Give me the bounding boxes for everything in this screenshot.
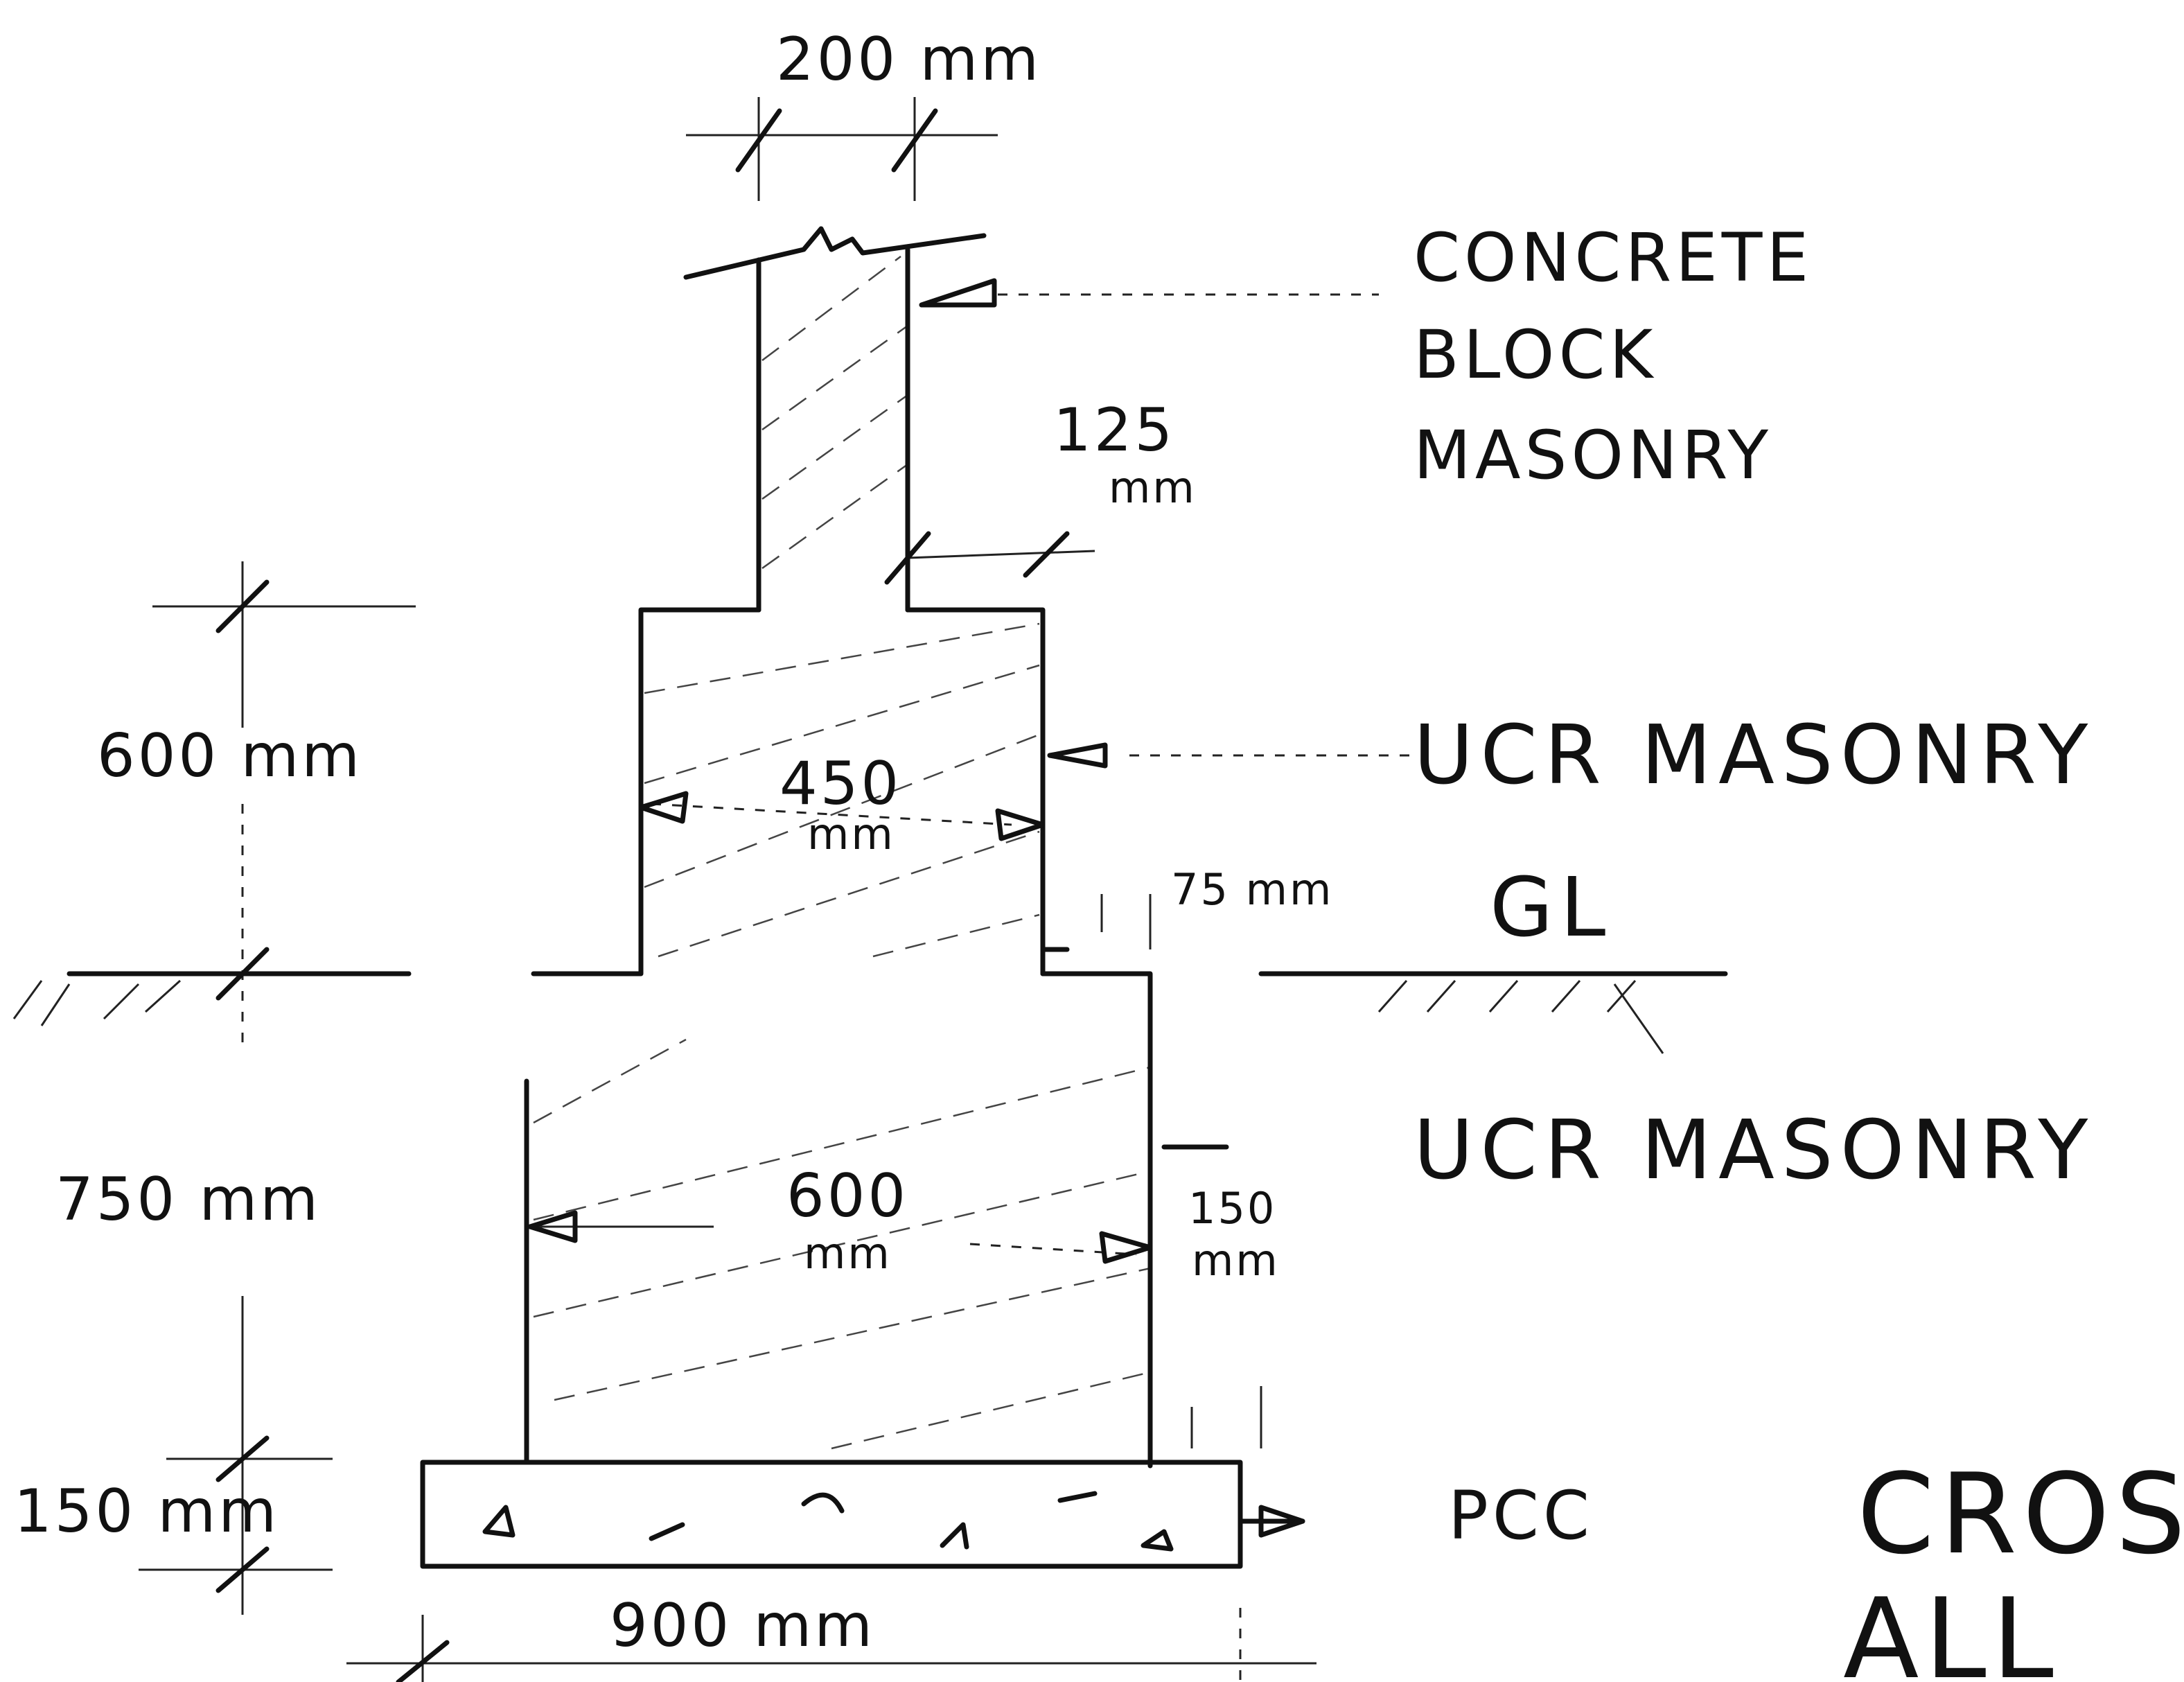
dim-pcc-width: 900 mm xyxy=(610,1591,875,1661)
footing-depth-dimension-line xyxy=(139,1296,333,1615)
dim-pcc-thickness: 150 mm xyxy=(14,1477,279,1546)
dim-wall-width: 200 mm xyxy=(776,25,1041,94)
plinth-width-dimension-line xyxy=(638,791,1046,841)
dim-footing-width-unit: mm xyxy=(804,1228,892,1279)
dim-plinth-width-value: 450 xyxy=(780,749,901,818)
plinth-height-dimension-line xyxy=(152,561,416,1046)
wall-outline xyxy=(420,226,1243,1569)
offset-75-dimension-line xyxy=(1040,894,1152,952)
label-ucr-masonry-lower: UCR MASONRY xyxy=(1414,1102,2095,1198)
label-concrete-block-line2: BLOCK xyxy=(1414,316,1657,394)
leader-concrete-block xyxy=(919,278,1379,308)
footing-width-dimension-line xyxy=(527,1210,1153,1264)
ground-line-left xyxy=(12,971,412,1026)
dim-offset-125-value: 125 xyxy=(1053,396,1175,465)
wall-width-dimension-line xyxy=(686,97,998,201)
label-ground-level: GL xyxy=(1490,859,1612,955)
title-line1: CROS xyxy=(1857,1449,2184,1579)
dim-offset-150-value: 150 xyxy=(1188,1183,1276,1234)
title-line2: ALL xyxy=(1843,1574,2059,1682)
dim-offset-75: 75 mm xyxy=(1171,864,1333,915)
dim-offset-125-unit: mm xyxy=(1109,462,1197,513)
leader-pcc xyxy=(1238,1505,1305,1538)
pcc-aggregate-marks xyxy=(482,1491,1174,1552)
dim-footing-width-value: 600 xyxy=(786,1162,908,1231)
dim-footing-depth: 750 mm xyxy=(55,1165,321,1234)
dim-offset-150-unit: mm xyxy=(1192,1235,1280,1286)
ground-line-right xyxy=(1258,971,1728,1054)
label-pcc: PCC xyxy=(1448,1477,1594,1554)
dim-plinth-width-unit: mm xyxy=(807,809,895,859)
offset-125-dimension-line xyxy=(884,531,1095,585)
pcc-width-dimension-line xyxy=(346,1608,1316,1682)
label-concrete-block-line3: MASONRY xyxy=(1414,417,1772,494)
dim-plinth-height: 600 mm xyxy=(97,721,362,791)
label-ucr-masonry-upper: UCR MASONRY xyxy=(1414,707,2095,803)
leader-ucr-upper xyxy=(1047,742,1414,769)
label-concrete-block-line1: CONCRETE xyxy=(1414,219,1813,297)
offset-150-dimension-line xyxy=(1161,1144,1262,1448)
wall-hatching xyxy=(533,256,1151,1450)
